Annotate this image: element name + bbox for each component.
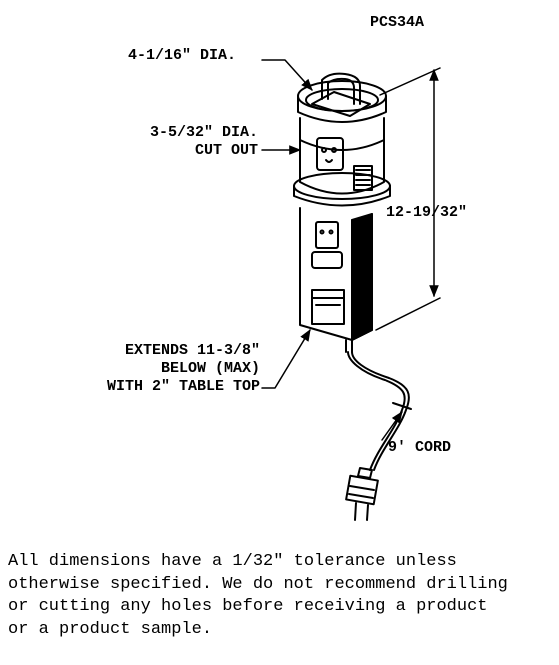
outlet-face bbox=[316, 137, 344, 171]
top-cap-side bbox=[297, 95, 387, 123]
model-number: PCS34A bbox=[370, 14, 425, 31]
top-cap-inner bbox=[305, 88, 379, 112]
extends-label-line3: WITH 2" TABLE TOP bbox=[106, 378, 260, 395]
tolerance-note: All dimensions have a 1/32" tolerance un… bbox=[8, 551, 556, 641]
lift-handle bbox=[321, 72, 361, 105]
outer-diameter-label: 4-1/16" DIA. bbox=[128, 47, 237, 64]
note-line: All dimensions have a 1/32" tolerance un… bbox=[8, 552, 457, 571]
plug bbox=[345, 474, 379, 506]
cutout-label-line2: CUT OUT bbox=[194, 142, 258, 159]
cutout-label-line1: 3-5/32" DIA. bbox=[149, 124, 258, 141]
upper-cylinder bbox=[299, 117, 385, 195]
note-line: or cutting any holes before receiving a … bbox=[8, 597, 488, 616]
height-label: 12-19/32" bbox=[386, 204, 468, 221]
product-line-drawing bbox=[261, 59, 441, 521]
note-line: otherwise specified. We do not recommend… bbox=[8, 574, 508, 594]
power-cord bbox=[347, 351, 406, 471]
cord-length-label: 9' CORD bbox=[388, 439, 452, 456]
extends-label-line2: BELOW (MAX) bbox=[160, 360, 260, 377]
note-line: or a product sample. bbox=[8, 619, 213, 639]
extends-label-line1: EXTENDS 11-3/8" bbox=[124, 342, 260, 359]
